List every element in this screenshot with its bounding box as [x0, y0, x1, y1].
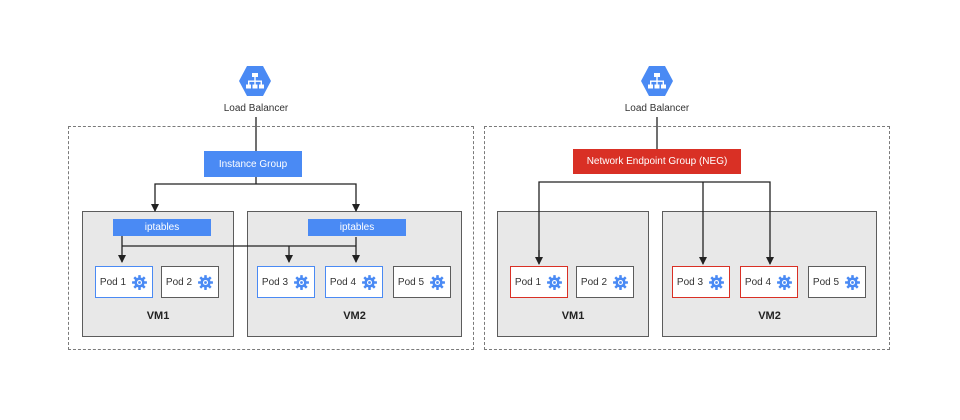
right-pod-4: Pod 4	[740, 266, 798, 298]
right-pod-5: Pod 5	[808, 266, 866, 298]
network-hexagon-icon	[640, 64, 674, 98]
gear-icon	[708, 274, 725, 291]
left-load-balancer-label: Load Balancer	[223, 103, 289, 114]
right-cluster-boundary	[484, 126, 890, 350]
pod-label: Pod 2	[165, 276, 193, 288]
pod-label: Pod 3	[676, 276, 704, 288]
pod-label: Pod 4	[744, 276, 772, 288]
pod-label: Pod 2	[580, 276, 608, 288]
pod-label: Pod 1	[514, 276, 542, 288]
right-vm2-label: VM2	[758, 310, 781, 322]
gear-icon	[776, 274, 793, 291]
left-pod-2: Pod 2	[161, 266, 219, 298]
right-load-balancer-label: Load Balancer	[624, 103, 690, 114]
right-vm1-label: VM1	[561, 310, 585, 322]
right-pod-3: Pod 3	[672, 266, 730, 298]
left-vm2-label: VM2	[343, 310, 366, 322]
left-pod-1: Pod 1	[95, 266, 153, 298]
pod-label: Pod 5	[812, 276, 840, 288]
right-pod-1: Pod 1	[510, 266, 568, 298]
gear-icon	[546, 274, 563, 291]
right-pod-2: Pod 2	[576, 266, 634, 298]
gear-icon	[844, 274, 861, 291]
left-vm2-iptables-bar: iptables	[308, 219, 406, 236]
left-cluster-boundary	[68, 126, 474, 350]
pod-label: Pod 1	[99, 276, 127, 288]
left-pod-3: Pod 3	[257, 266, 315, 298]
left-vm1-iptables-bar: iptables	[113, 219, 211, 236]
gear-icon	[612, 274, 629, 291]
left-vm1-label: VM1	[146, 310, 170, 322]
left-pod-5: Pod 5	[393, 266, 451, 298]
pod-label: Pod 4	[329, 276, 357, 288]
left-pod-4: Pod 4	[325, 266, 383, 298]
left-instance-group-bar: Instance Group	[204, 151, 302, 177]
pod-label: Pod 5	[397, 276, 425, 288]
right-neg-bar: Network Endpoint Group (NEG)	[573, 149, 741, 174]
pod-label: Pod 3	[261, 276, 289, 288]
